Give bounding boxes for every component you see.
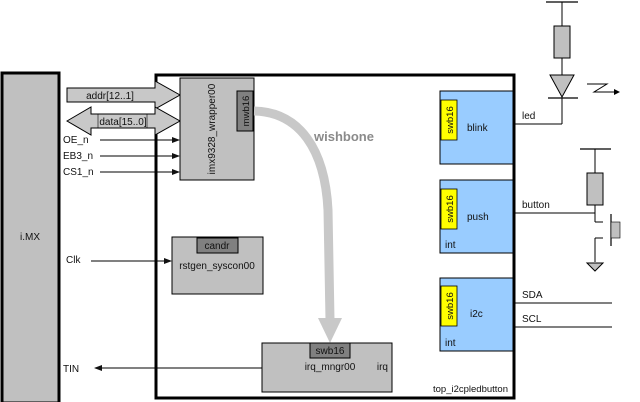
- mwb16-label: mwb16: [241, 96, 252, 127]
- data-bus-arrow: data[15..0]: [66, 106, 182, 136]
- top-module-box[interactable]: top_i2cpledbutton: [154, 73, 516, 400]
- push-port-label: swb16: [445, 195, 456, 222]
- i2c-int-label: int: [445, 338, 456, 349]
- wrapper-label: imx9328_wrapper00: [207, 83, 218, 174]
- irq-mngr-label: irq_mngr00: [305, 362, 356, 373]
- rstgen-label: rstgen_syscon00: [179, 261, 255, 272]
- blink-swb16-port: [440, 99, 458, 141]
- button-circuit: button: [514, 148, 621, 272]
- scl-label: SCL: [522, 314, 542, 325]
- signal-tin: TIN: [63, 364, 262, 375]
- peripheral-blink[interactable]: swb16 blink: [439, 90, 514, 165]
- cs1-label: CS1_n: [63, 167, 94, 178]
- candr-label: candr: [204, 241, 230, 252]
- imx-label: i.MX: [20, 232, 40, 243]
- blink-port-label: swb16: [445, 106, 456, 133]
- blink-label: blink: [467, 123, 489, 134]
- i2c-swb16-port: [440, 285, 458, 327]
- signal-eb3: EB3_n: [63, 151, 180, 162]
- addr-bus-arrow: addr[12..1]: [66, 80, 182, 110]
- top-module-label: top_i2cpledbutton: [433, 384, 508, 395]
- sda-label: SDA: [522, 290, 543, 301]
- button-label: button: [522, 200, 550, 211]
- irq-swb16-port: [309, 342, 351, 359]
- light-emission-icon: [587, 83, 614, 93]
- wrapper-block[interactable]: imx9328_wrapper00 mwb16: [179, 77, 255, 181]
- wishbone-label: wishbone: [313, 129, 374, 144]
- button-resistor-icon: [586, 172, 604, 206]
- push-button-icon: [610, 221, 621, 239]
- imx-block[interactable]: i.MX: [0, 71, 61, 402]
- push-int-label: int: [445, 240, 456, 251]
- irq-mngr-block[interactable]: swb16 irq_mngr00 irq: [261, 342, 393, 393]
- led-resistor-icon: [553, 25, 571, 59]
- wishbone-bus: wishbone: [253, 106, 374, 343]
- diode-icon: [549, 74, 575, 99]
- clk-label: Clk: [66, 255, 81, 266]
- peripheral-i2c[interactable]: swb16 i2c int: [439, 277, 514, 352]
- led-circuit: led: [514, 1, 620, 125]
- led-label: led: [522, 111, 535, 122]
- mwb16-port: [236, 90, 254, 132]
- peripheral-push[interactable]: swb16 push int: [439, 179, 514, 254]
- signal-cs1: CS1_n: [63, 167, 180, 178]
- signal-clk: Clk: [66, 255, 172, 266]
- push-label: push: [467, 212, 489, 223]
- oe-label: OE_n: [63, 135, 89, 146]
- tin-label: TIN: [63, 364, 79, 375]
- push-swb16-port: [440, 188, 458, 230]
- i2c-label: i2c: [470, 309, 483, 320]
- i2c-lines: SDA SCL: [514, 290, 612, 328]
- candr-port: [196, 237, 239, 254]
- data-label: data[15..0]: [99, 117, 146, 128]
- i2c-port-label: swb16: [445, 292, 456, 319]
- eb3-label: EB3_n: [63, 151, 93, 162]
- irq-swb16-label: swb16: [316, 346, 345, 357]
- addr-label: addr[12..1]: [86, 91, 134, 102]
- rstgen-block[interactable]: candr rstgen_syscon00: [171, 236, 264, 295]
- irq-label: irq: [377, 362, 388, 373]
- signal-oe: OE_n: [63, 135, 180, 146]
- ground-icon: [585, 262, 605, 272]
